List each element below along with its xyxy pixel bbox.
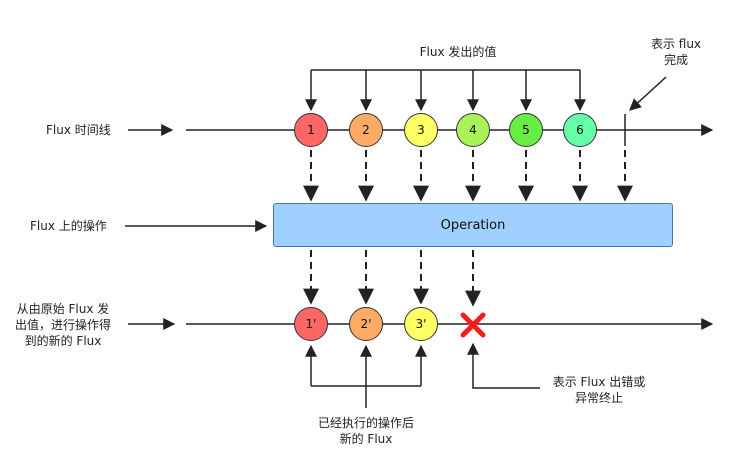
marble-3-label: 3 [417, 123, 425, 137]
executed-label: 已经执行的操作后 新的 Flux [306, 415, 426, 447]
completion-arrow [629, 76, 667, 111]
completion-label: 表示 flux 完成 [636, 36, 716, 68]
marble-6-label: 6 [576, 123, 584, 137]
marble-2-prime-label: 2' [360, 317, 372, 331]
marble-4: 4 [456, 113, 490, 147]
marble-3-prime: 3' [404, 307, 438, 341]
marble-5-label: 5 [522, 123, 530, 137]
new-flux-label: 从由原始 Flux 发 出值，进行操作得 到的新的 Flux [2, 301, 124, 349]
new-flux-label-line-3: 到的新的 Flux [24, 334, 102, 348]
marble-1: 1 [294, 113, 328, 147]
marble-3: 3 [404, 113, 438, 147]
emitted-values-label: Flux 发出的值 [398, 44, 518, 60]
new-flux-label-line-2: 出值，进行操作得 [14, 318, 111, 332]
error-label: 表示 Flux 出错或 异常终止 [540, 374, 658, 406]
error-label-line-2: 异常终止 [574, 391, 623, 405]
operation-box: Operation [273, 203, 673, 247]
marble-2-prime: 2' [349, 307, 383, 341]
completion-label-line-2: 完成 [663, 53, 688, 67]
timeline-label: Flux 时间线 [46, 123, 111, 137]
marble-2-label: 2 [362, 123, 370, 137]
marble-2: 2 [349, 113, 383, 147]
marble-1-prime: 1' [294, 307, 328, 341]
marble-6: 6 [563, 113, 597, 147]
marble-3-prime-label: 3' [415, 317, 427, 331]
error-arrow [467, 342, 540, 389]
error-x-icon [460, 312, 486, 338]
executed-label-line-1: 已经执行的操作后 [317, 416, 414, 430]
marble-1-label: 1 [307, 123, 315, 137]
operation-on-label: Flux 上的操作 [30, 219, 107, 233]
marble-5: 5 [509, 113, 543, 147]
executed-label-line-2: 新的 Flux [339, 432, 393, 446]
completion-label-line-1: 表示 flux [650, 37, 702, 51]
marble-1-prime-label: 1' [305, 317, 317, 331]
error-label-line-1: 表示 Flux 出错或 [552, 375, 646, 389]
new-flux-label-line-1: 从由原始 Flux 发 [16, 302, 110, 316]
operation-label: Operation [440, 217, 506, 233]
marble-4-label: 4 [469, 123, 477, 137]
